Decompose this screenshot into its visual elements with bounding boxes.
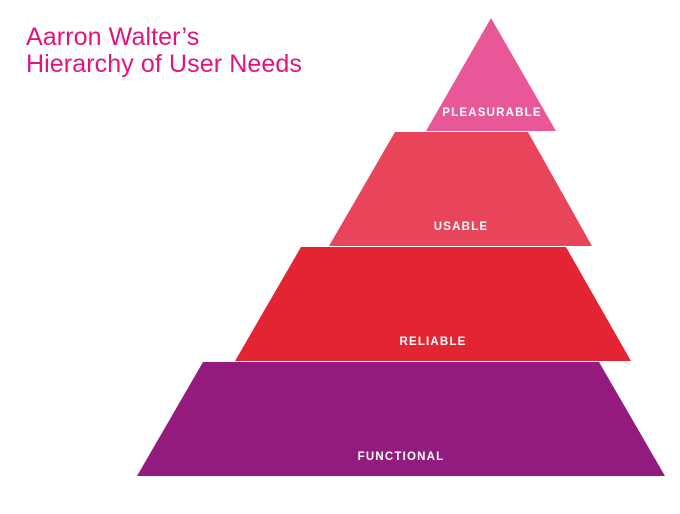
title-line-1: Aarron Walter’s: [26, 23, 200, 51]
pyramid-level-reliable: RELIABLE: [235, 247, 631, 361]
title-line-2: Hierarchy of User Needs: [26, 50, 303, 78]
usable-label: USABLE: [434, 221, 488, 233]
pyramid-level-usable: USABLE: [329, 132, 592, 246]
functional-shape: [137, 362, 665, 476]
reliable-shape: [235, 247, 631, 361]
diagram-title: Aarron Walter’s Hierarchy of User Needs: [26, 24, 302, 78]
pyramid-level-functional: FUNCTIONAL: [137, 362, 665, 476]
pleasurable-label: PLEASURABLE: [442, 107, 541, 119]
reliable-label: RELIABLE: [399, 336, 466, 348]
pleasurable-shape: [426, 18, 556, 131]
pyramid-level-pleasurable: PLEASURABLE: [426, 18, 556, 131]
usable-shape: [329, 132, 592, 246]
functional-label: FUNCTIONAL: [358, 451, 445, 463]
